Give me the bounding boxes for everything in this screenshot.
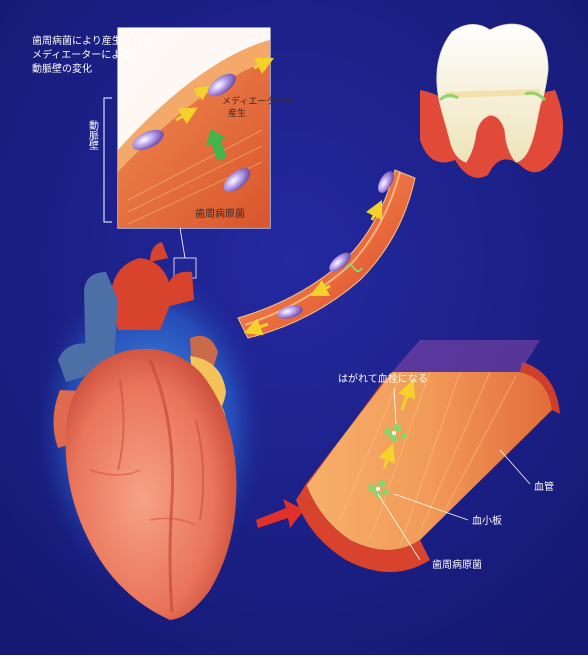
vessel-label: 血管	[534, 480, 554, 493]
inset-bacteria-label: 歯周病原菌	[195, 207, 245, 220]
platelet-label: 血小板	[472, 514, 502, 527]
inset-title-line-3: 動脈壁の変化	[32, 62, 92, 75]
inset-title-line-1: 歯周病菌により産生された	[32, 34, 152, 47]
mediator-label-line-1: メディエーターの	[222, 95, 293, 107]
inset-title-line-2: メディエーターによる	[32, 48, 131, 61]
vessel-bacteria-label: 歯周病原菌	[432, 558, 482, 571]
bacteria-icon	[376, 487, 380, 491]
artery-wall-side-label: 動脈壁	[87, 119, 99, 150]
bacteria-icon	[392, 431, 396, 435]
clot-label: はがれて血栓になる	[338, 372, 428, 385]
mediator-label-line-2: 産生	[228, 107, 246, 119]
